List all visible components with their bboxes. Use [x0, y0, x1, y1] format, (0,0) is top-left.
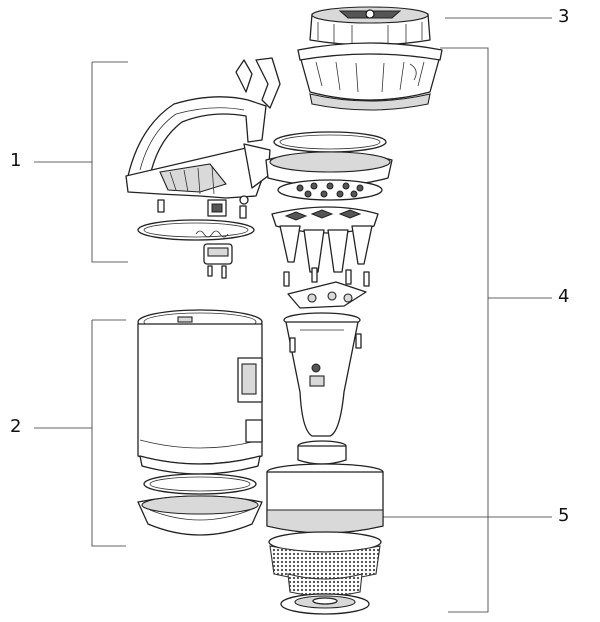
part-4-cyclone-stack	[265, 131, 393, 465]
callout-1: 1	[10, 150, 22, 171]
part-2-dust-bin	[137, 309, 263, 536]
callout-5: 5	[558, 505, 570, 526]
leader-4	[440, 47, 552, 613]
callout-3: 3	[558, 6, 570, 27]
part-1-handle-assembly	[125, 57, 281, 279]
callout-4: 4	[558, 286, 570, 307]
callout-2: 2	[10, 416, 22, 437]
leader-2	[34, 319, 126, 547]
part-5-filter-canister	[266, 463, 384, 615]
leader-lines	[34, 17, 552, 613]
leader-1	[34, 61, 128, 263]
part-3-cyclone-cap	[297, 6, 443, 111]
